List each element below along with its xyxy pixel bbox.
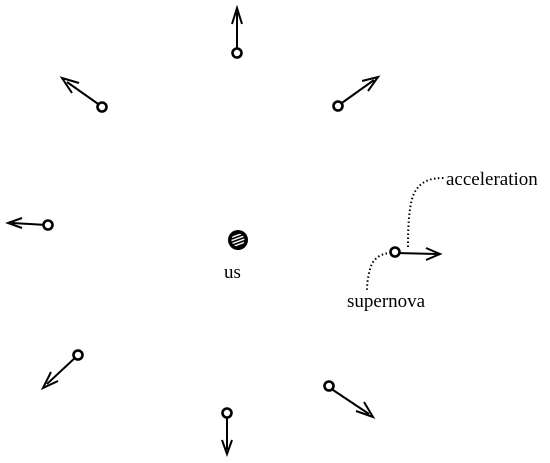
- galaxy-upper-right: [332, 75, 381, 112]
- observer-us: [228, 230, 248, 250]
- acceleration-leader-line: [407, 177, 445, 248]
- arrowhead-up-icon: [231, 4, 243, 25]
- arrowhead-lower-left-icon: [40, 371, 59, 391]
- galaxy-lower-left: [40, 349, 84, 391]
- arrowhead-upper-left-icon: [59, 76, 80, 94]
- galaxy-top: [231, 4, 243, 59]
- arrowhead-right-icon: [425, 247, 443, 261]
- arrowhead-down-icon: [221, 439, 233, 457]
- label-supernova: supernova: [347, 291, 426, 312]
- galaxy-right-supernova: [389, 246, 443, 261]
- label-us: us: [224, 262, 241, 283]
- galaxy-bottom: [221, 407, 233, 457]
- label-acceleration: acceleration: [446, 169, 538, 190]
- arrowhead-upper-right-icon: [361, 75, 381, 92]
- galaxy-lower-right: [323, 380, 376, 419]
- supernova-leader-line: [366, 252, 392, 291]
- arrowhead-left-icon: [5, 217, 23, 229]
- galaxy-upper-left: [59, 76, 108, 113]
- galaxy-left: [5, 217, 54, 231]
- arrowhead-lower-right-icon: [355, 401, 376, 419]
